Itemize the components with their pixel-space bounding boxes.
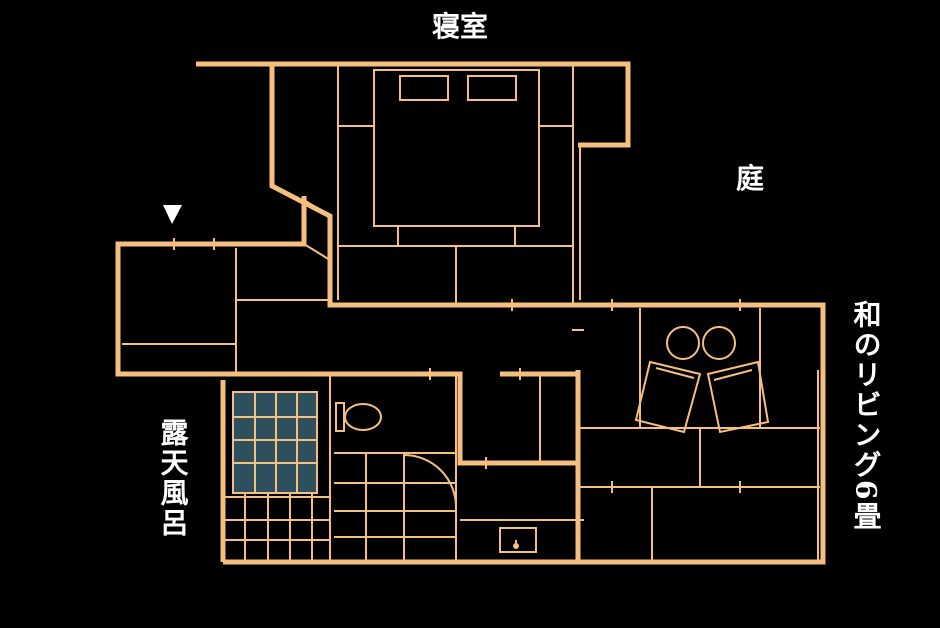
chair-left bbox=[634, 360, 702, 434]
toilet-icon bbox=[335, 402, 382, 432]
label-bedroom: 寝室 bbox=[432, 10, 488, 43]
label-living: 和のリビング6畳 bbox=[850, 300, 883, 532]
label-garden: 庭 bbox=[736, 162, 764, 195]
bath-tub bbox=[232, 391, 318, 494]
entrance-arrow-icon bbox=[163, 205, 182, 224]
interior-lines bbox=[122, 64, 820, 562]
cushion-right bbox=[702, 326, 736, 360]
sink-icon bbox=[499, 527, 537, 553]
label-bath: 露天風呂 bbox=[157, 418, 190, 538]
living-furniture bbox=[634, 326, 770, 434]
bed-pillows bbox=[399, 75, 517, 101]
cushion-left bbox=[666, 326, 700, 360]
chair-right bbox=[706, 360, 770, 434]
door-ticks bbox=[173, 238, 741, 521]
